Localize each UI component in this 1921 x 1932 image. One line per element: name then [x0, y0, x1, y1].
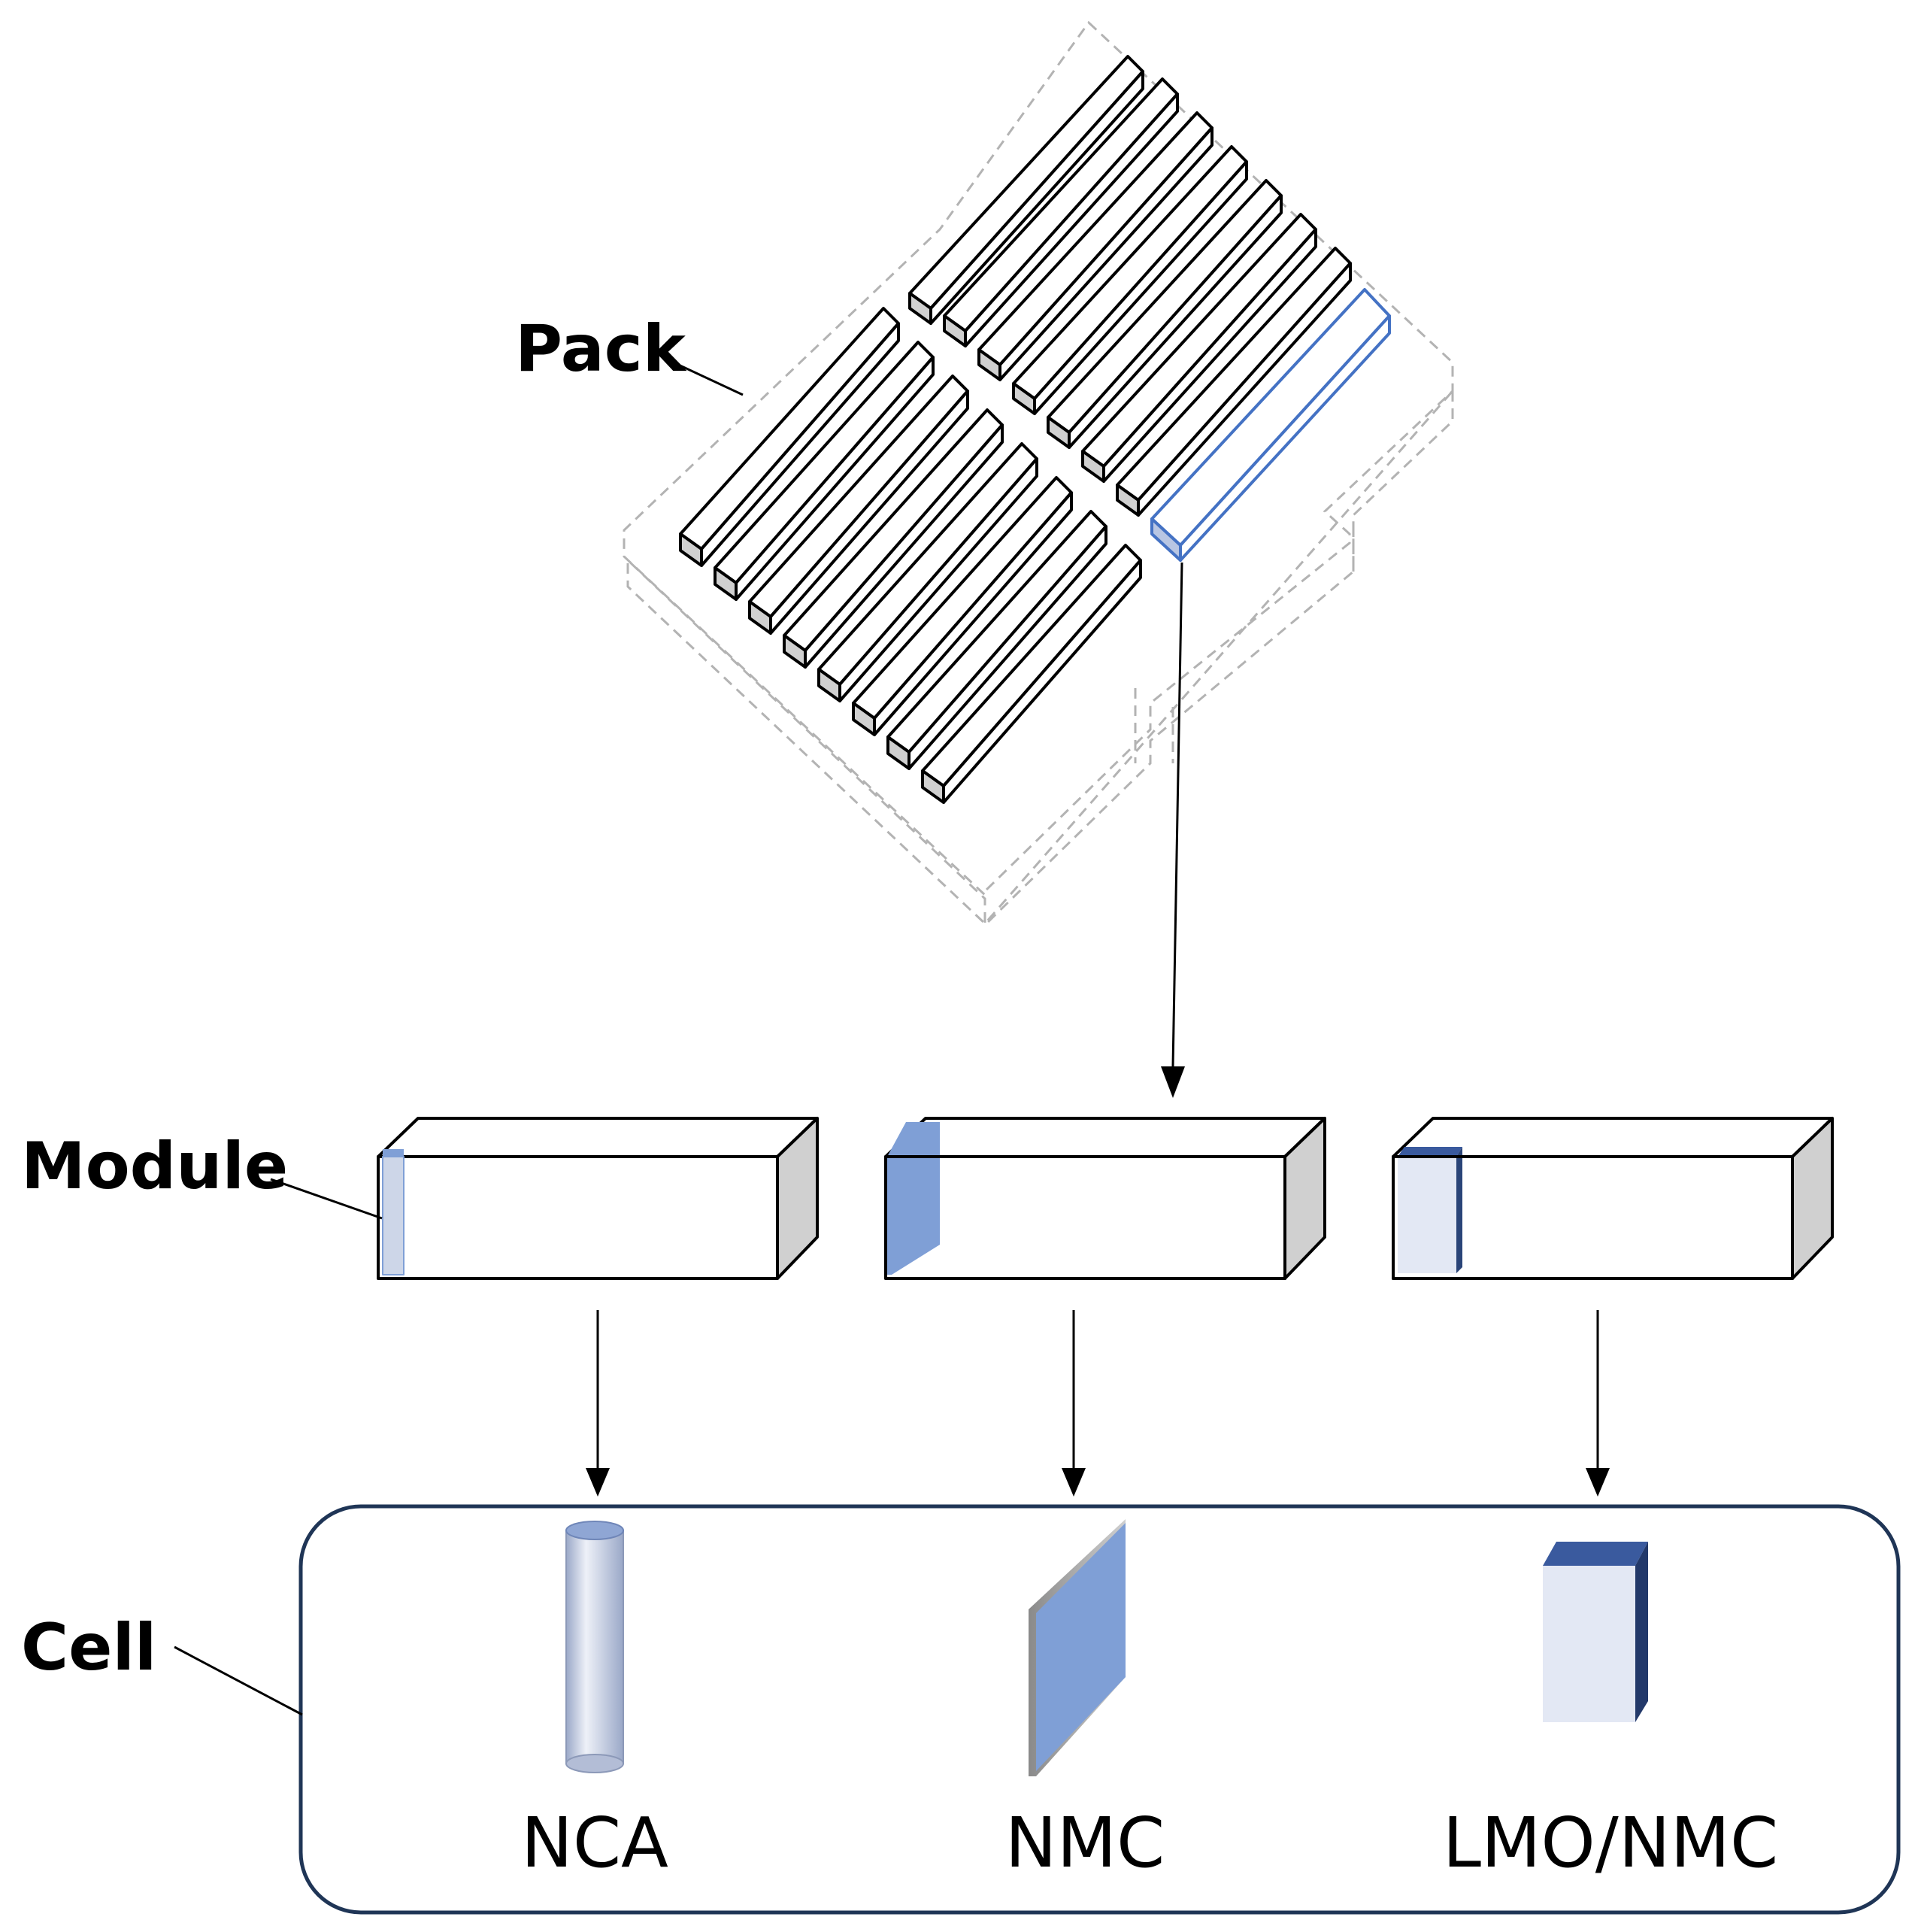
pack-module-row-lower	[679, 307, 1142, 804]
pack-enclosure-outline	[623, 20, 1454, 898]
cell-label-lmo-nmc: LMO/NMC	[1443, 1803, 1778, 1883]
pouch-icon	[1029, 1519, 1126, 1776]
pack-leader-line	[674, 362, 744, 396]
cell-label-nmc: NMC	[1005, 1803, 1165, 1883]
cell-label: Cell	[21, 1610, 156, 1685]
pack-highlighted-module	[1150, 288, 1391, 562]
cell-leader-line	[174, 1645, 303, 1716]
arrow-to-lmo-nmc	[1586, 1310, 1610, 1497]
module-nmc-cell-slice	[887, 1122, 940, 1275]
pack-assembly	[623, 20, 1454, 928]
cylindrical-icon	[565, 1521, 624, 1773]
pack-label: Pack	[515, 311, 687, 387]
pack-enclosure-base	[626, 388, 1454, 928]
module-nca-cell-slice	[382, 1156, 405, 1275]
cell-label-nca: NCA	[521, 1803, 668, 1883]
pack-to-module-arrow	[1161, 562, 1185, 1098]
module-lmo-nmc-cell-slice	[1398, 1157, 1456, 1273]
module-leader-line	[270, 1178, 383, 1220]
arrow-to-nmc	[1062, 1310, 1086, 1497]
arrow-to-nca	[586, 1310, 610, 1497]
module-label: Module	[21, 1129, 288, 1204]
prismatic-icon	[1543, 1542, 1648, 1722]
pack-module-row-upper	[908, 55, 1391, 562]
module-to-cell-arrows	[586, 1310, 1610, 1497]
module-nmc	[884, 1117, 1326, 1280]
cell-group-frame	[298, 1504, 1901, 1915]
module-lmo-nmc	[1392, 1117, 1834, 1280]
module-row	[377, 1117, 1834, 1280]
module-nca	[377, 1117, 819, 1280]
